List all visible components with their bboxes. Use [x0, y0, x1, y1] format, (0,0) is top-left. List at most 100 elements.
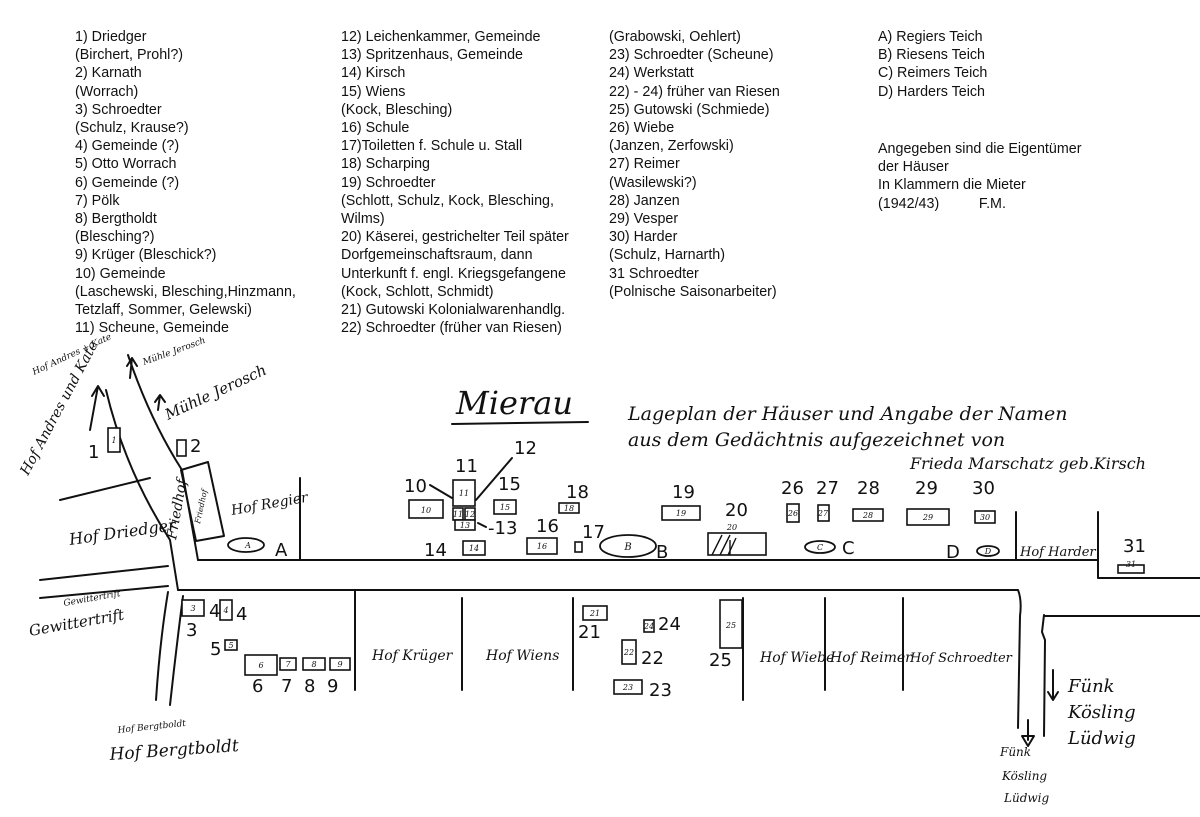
legend-entry: 5) Otto Worrach	[75, 156, 177, 173]
legend-entry: 6) Gemeinde (?)	[75, 174, 180, 191]
legend-entry: (Worrach)	[75, 83, 139, 100]
svg-text:16: 16	[536, 516, 559, 537]
house-21	[582, 605, 608, 621]
svg-text:1: 1	[111, 436, 116, 445]
pond-c	[804, 540, 836, 554]
note-line: (1942/43) F.M.	[878, 195, 1006, 212]
label-muehle-small: Mühle Jerosch	[141, 336, 207, 368]
legend-entry: (Janzen, Zerfowski)	[609, 138, 734, 155]
label-friedhof-small: Friedhof	[193, 487, 210, 526]
label-hof-bergtboldt: Hof Bergtboldt	[108, 736, 240, 765]
svg-text:C: C	[817, 543, 823, 552]
svg-text:23: 23	[622, 683, 633, 692]
label-hof-harder: Hof Harder	[1019, 545, 1096, 560]
house-4	[219, 599, 233, 621]
label-hof-reimer: Hof Reimer	[829, 650, 913, 666]
house-16	[526, 537, 558, 555]
legend-entry: 2) Karnath	[75, 65, 142, 82]
house-9	[329, 657, 351, 671]
house-17	[574, 541, 583, 553]
svg-text:11: 11	[453, 510, 463, 519]
svg-text:3: 3	[190, 604, 195, 613]
label-hof-bergtboldt-small: Hof Bergtboldt	[116, 719, 187, 736]
pond-legend-entry: D) Harders Teich	[878, 83, 985, 100]
house-6	[244, 654, 278, 676]
svg-text:23: 23	[649, 680, 672, 701]
svg-text:5: 5	[210, 639, 221, 660]
svg-text:10: 10	[421, 506, 431, 515]
svg-text:12: 12	[514, 438, 537, 459]
svg-text:6: 6	[258, 661, 263, 670]
legend-entry: 24) Werkstatt	[609, 65, 694, 82]
svg-text:16: 16	[537, 542, 547, 551]
house-7	[279, 657, 297, 671]
svg-text:4: 4	[209, 601, 220, 622]
svg-text:7: 7	[281, 676, 292, 697]
gewittertrift-lane-bottom	[39, 585, 169, 599]
house-15	[493, 499, 517, 515]
house-10	[408, 499, 444, 519]
house-30	[974, 510, 996, 524]
svg-text:B: B	[656, 542, 668, 563]
legend-entry: 12) Leichenkammer, Gemeinde	[341, 29, 541, 45]
svg-text:27: 27	[817, 509, 829, 518]
legend-entry: 11) Scheune, Gemeinde	[75, 320, 229, 337]
svg-text:18: 18	[566, 482, 589, 503]
house-27	[817, 504, 830, 522]
svg-text:15: 15	[498, 474, 521, 495]
northwest-road-east-edge	[127, 354, 199, 561]
legend-entry: 29) Vesper	[609, 211, 679, 228]
legend-entry: 15) Wiens	[341, 83, 406, 100]
legend-entry: 10) Gemeinde	[75, 265, 166, 282]
legend-entry: 8) Bergtholdt	[75, 211, 157, 228]
note-line: der Häuser	[878, 159, 949, 176]
legend-entry: (Laschewski, Blesching,Hinzmann,	[75, 283, 296, 300]
legend-entry: 22) - 24) früher van Riesen	[609, 83, 780, 100]
label-destination-1: Fünk	[1067, 676, 1115, 697]
friedhof-outline	[180, 461, 225, 542]
legend-entry: 18) Scharping	[341, 156, 431, 173]
house-28	[852, 508, 884, 522]
legend-entry: (Polnische Saisonarbeiter)	[609, 283, 777, 300]
svg-text:4: 4	[222, 606, 228, 615]
svg-text:10: 10	[404, 476, 427, 497]
svg-text:2: 2	[190, 436, 201, 457]
label-destination-small-2: Kösling	[1001, 769, 1047, 783]
svg-text:28: 28	[857, 478, 880, 499]
svg-text:18: 18	[564, 504, 574, 513]
house-31	[1117, 564, 1145, 574]
svg-text:24: 24	[643, 622, 654, 631]
label-hof-wiens: Hof Wiens	[485, 648, 559, 664]
svg-text:12: 12	[465, 510, 475, 519]
svg-text:20: 20	[726, 523, 737, 532]
legend-entry: 9) Krüger (Bleschick?)	[75, 247, 217, 264]
svg-text:31: 31	[1123, 536, 1146, 557]
svg-text:31: 31	[1126, 560, 1136, 569]
house-1	[107, 427, 121, 453]
label-hof-wiebe: Hof Wiebe	[759, 650, 834, 666]
svg-text:9: 9	[337, 660, 342, 669]
legend-entry: 26) Wiebe	[609, 120, 675, 137]
svg-text:D: D	[946, 542, 960, 563]
svg-text:-13: -13	[488, 518, 517, 539]
svg-text:19: 19	[676, 509, 686, 518]
legend-entry: 23) Schroedter (Scheune)	[609, 47, 774, 64]
legend-entry: 25) Gutowski (Schmiede)	[609, 101, 770, 118]
legend-entry: (Grabowski, Oehlert)	[609, 29, 741, 45]
arrow-destinations	[1047, 669, 1059, 701]
map-subtitle-line-2: aus dem Gedächtnis aufgezeichnet von	[628, 429, 1005, 451]
svg-text:21: 21	[578, 622, 601, 643]
svg-text:21: 21	[589, 609, 600, 618]
arrow-muehle-small	[126, 357, 138, 379]
svg-text:4: 4	[236, 604, 247, 625]
svg-text:B: B	[623, 542, 631, 553]
house-29	[906, 508, 950, 526]
pond-legend-entry: B) Riesens Teich	[878, 47, 986, 64]
label-gewittertrift-small: Gewittertrift	[63, 589, 122, 609]
svg-text:A: A	[244, 541, 251, 550]
label-hof-schroedter: Hof Schroedter	[909, 651, 1013, 666]
map-title: Mierau	[455, 384, 573, 422]
svg-text:30: 30	[972, 478, 995, 499]
house-5	[224, 639, 238, 651]
